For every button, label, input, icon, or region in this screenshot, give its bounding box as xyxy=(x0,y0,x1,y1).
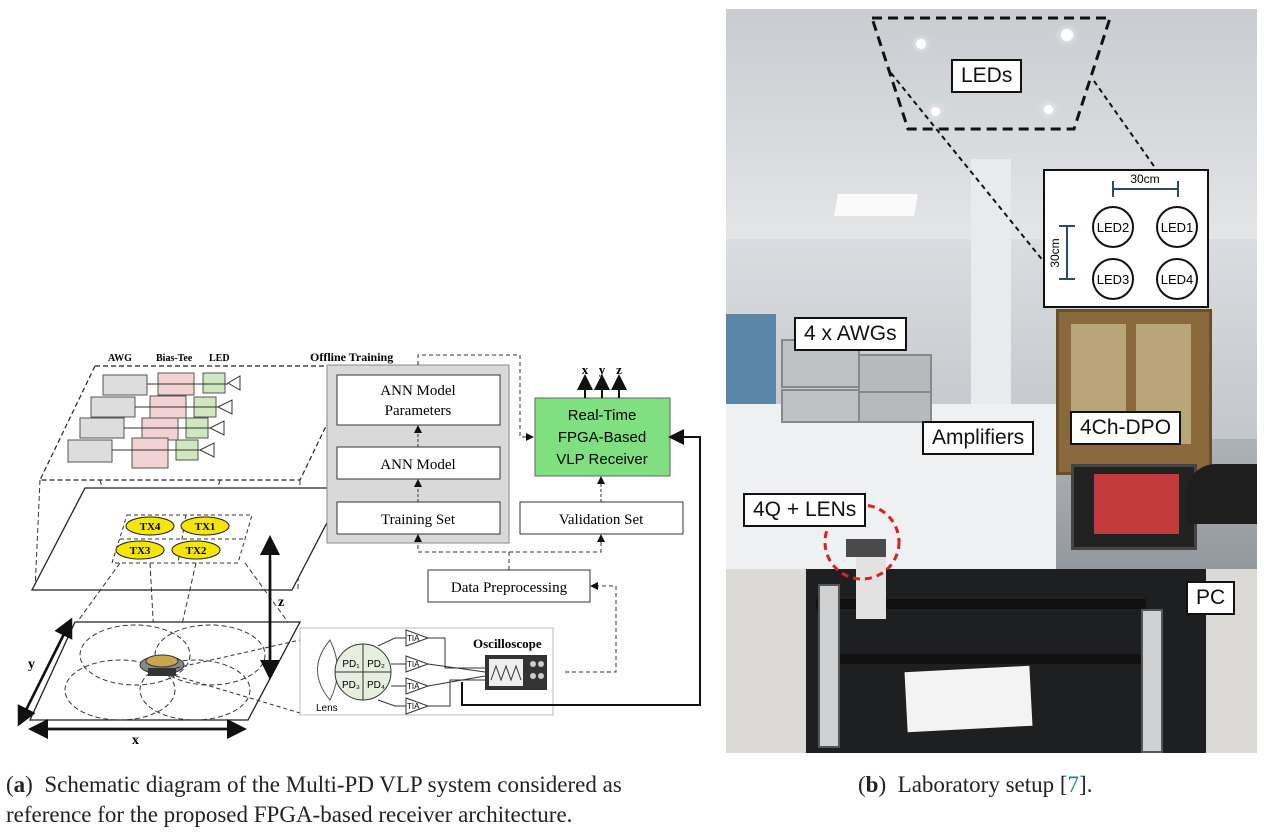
svg-text:TIA: TIA xyxy=(407,660,420,669)
inset-led3 xyxy=(1092,258,1134,300)
lens-label: Lens xyxy=(316,703,338,714)
output-y: y xyxy=(599,362,606,377)
ceiling-plane xyxy=(30,487,347,591)
svg-text:TX3: TX3 xyxy=(130,545,151,557)
svg-text:TIA: TIA xyxy=(407,634,420,643)
lens-icon xyxy=(317,639,338,701)
caption-b: (b) Laboratory setup [7]. xyxy=(858,772,1093,797)
tx-chain xyxy=(90,395,233,419)
tx-chain xyxy=(67,437,215,469)
fpga-receiver-box xyxy=(534,397,671,477)
tx-chain xyxy=(102,372,241,396)
svg-text:LED3: LED3 xyxy=(1097,272,1130,287)
output-x: x xyxy=(582,362,589,377)
svg-text:TX4: TX4 xyxy=(140,521,161,533)
receiver-line3: VLP Receiver xyxy=(556,451,647,468)
caption-a: (a) Schematic diagram of the Multi-PD VL… xyxy=(6,772,622,827)
validation-set-text: Validation Set xyxy=(559,512,644,528)
receiver-line2: FPGA-Based xyxy=(558,429,646,446)
y-label: y xyxy=(28,657,35,672)
receiver-device-icon xyxy=(139,654,185,676)
tia-stack: TIA TIA TIA TIA xyxy=(405,629,430,715)
led-label: LED xyxy=(209,353,230,364)
label-leds: LEDs xyxy=(951,59,1023,93)
data-preprocessing-text: Data Preprocessing xyxy=(451,580,568,596)
tx-tag-tx4 xyxy=(125,516,175,536)
receiver-line1: Real-Time xyxy=(568,407,637,424)
schematic-diagram: AWG Bias-Tee LED xyxy=(17,350,701,745)
awg-label: AWG xyxy=(108,353,132,364)
label-dpo: 4Ch-DPO xyxy=(1070,411,1182,445)
ann-model-text: ANN Model xyxy=(380,457,455,473)
svg-text:LED4: LED4 xyxy=(1161,272,1194,287)
svg-text:TX1: TX1 xyxy=(195,521,216,533)
tx-chain xyxy=(79,417,225,441)
svg-text:PD₁: PD₁ xyxy=(342,659,360,670)
tx-tag-tx2 xyxy=(171,540,221,560)
oscilloscope-label: Oscilloscope xyxy=(473,636,542,651)
training-set-text: Training Set xyxy=(381,512,456,528)
svg-text:TX2: TX2 xyxy=(186,545,207,557)
label-pc: PC xyxy=(1186,581,1236,615)
svg-text:PD₂: PD₂ xyxy=(367,659,385,670)
inset-spacing-h: 30cm xyxy=(1130,172,1159,186)
label-amplifiers: Amplifiers xyxy=(922,421,1035,455)
svg-text:LED1: LED1 xyxy=(1161,220,1194,235)
svg-text:LED2: LED2 xyxy=(1097,220,1130,235)
inset-led2 xyxy=(1092,206,1134,248)
svg-text:TIA: TIA xyxy=(407,702,420,711)
tx-tag-tx3 xyxy=(115,540,165,560)
bias-tee-label: Bias-Tee xyxy=(156,353,193,364)
training-set-box xyxy=(336,501,501,535)
lab-setup-photo: 30cm 30cm LED2 LED1 LED3 LED4 LEDs 4 x A… xyxy=(726,9,1257,753)
x-label: x xyxy=(132,733,139,745)
svg-text:TIA: TIA xyxy=(407,682,420,691)
led-layout-inset: 30cm 30cm LED2 LED1 LED3 LED4 xyxy=(1043,169,1209,308)
offline-training-title: Offline Training xyxy=(310,350,393,364)
oscilloscope-icon xyxy=(485,655,547,690)
inset-led1 xyxy=(1156,206,1198,248)
output-z: z xyxy=(616,362,622,377)
label-lens: 4Q + LENs xyxy=(743,493,867,527)
tx-tag-tx1 xyxy=(180,516,230,536)
svg-text:PD₄: PD₄ xyxy=(367,680,385,691)
led-region-outline xyxy=(869,16,1113,131)
inset-spacing-v: 30cm xyxy=(1048,238,1062,267)
z-label: z xyxy=(278,595,284,610)
svg-text:PD₃: PD₃ xyxy=(342,680,360,691)
inset-led4 xyxy=(1156,258,1198,300)
label-awgs: 4 x AWGs xyxy=(794,317,907,351)
